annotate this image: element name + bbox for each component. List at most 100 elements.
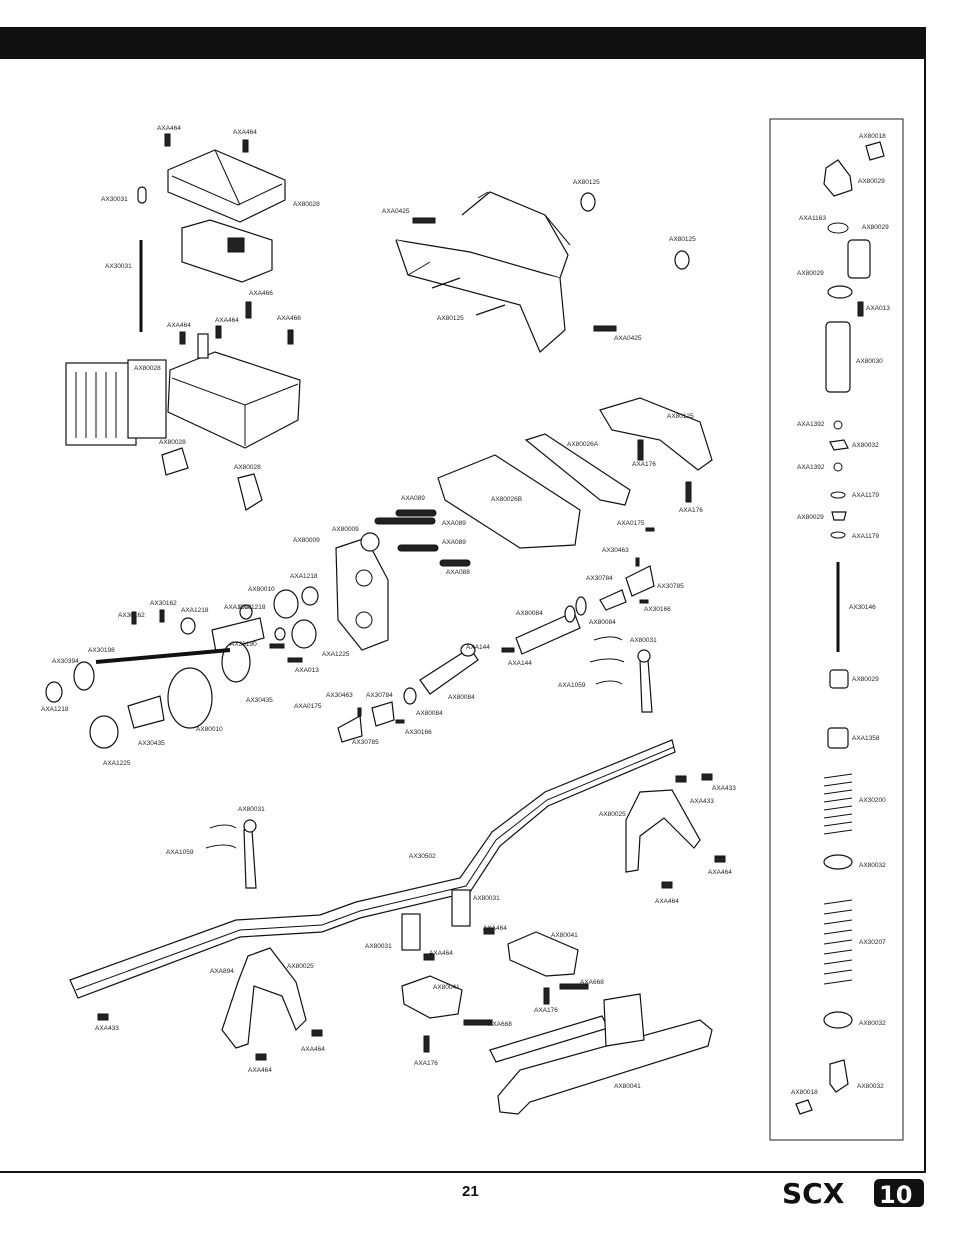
shock-eyelet: [823, 159, 853, 197]
part-label: AXA1163: [799, 215, 826, 222]
part-label: AXA1059: [166, 849, 194, 856]
slipper-hub: [127, 695, 165, 729]
part-label: AXA464: [655, 898, 679, 905]
part-label: AXA464: [157, 125, 181, 132]
receiver-unit: [181, 219, 273, 283]
frame-rail-group: [69, 739, 676, 999]
screw-icon: [543, 987, 550, 1005]
part-label: AXA176: [679, 507, 703, 514]
part-label: AX80125: [669, 236, 696, 243]
top-shaft: [95, 648, 231, 664]
pin-icon: [131, 611, 137, 625]
body-post: [243, 829, 257, 889]
part-label: AX80031: [365, 943, 392, 950]
exploded-parts-diagram: AXA464 AXA464 AX30031 AX80028 AX30031 AX…: [41, 118, 904, 1141]
chassis-brace-group: [437, 397, 713, 549]
part-label: AX80025: [287, 963, 314, 970]
part-label: AXA466: [249, 290, 273, 297]
bearing-icon: [564, 605, 576, 623]
screw-icon: [412, 217, 436, 224]
part-label: AX80028: [159, 439, 186, 446]
screw-icon: [164, 133, 171, 147]
shackle-icon: [674, 250, 690, 270]
logo-scx: SCX: [782, 1177, 845, 1209]
shock-end: [795, 1099, 813, 1115]
o-ring-icon: [827, 222, 849, 234]
tray-post: [197, 333, 209, 359]
pin-icon: [635, 557, 640, 567]
link-mount: [401, 913, 421, 951]
shock-end: [865, 141, 885, 161]
screw-icon: [287, 329, 294, 345]
part-label: AXA1179: [852, 533, 879, 540]
bumper-edges: [407, 191, 571, 276]
part-label: AX80026A: [567, 441, 599, 448]
part-label: AXA894: [210, 968, 234, 975]
part-label: AX80125: [573, 179, 600, 186]
part-label: AXA0175: [617, 520, 645, 527]
part-label: AX80041: [551, 932, 578, 939]
part-label: AXA144: [508, 660, 532, 667]
case-bore: [355, 569, 373, 587]
receiver-connector: [227, 237, 245, 253]
part-label: AX80084: [416, 710, 443, 717]
part-label: AXA464: [483, 925, 507, 932]
body-post-cap: [637, 649, 651, 663]
part-label: AX80018: [791, 1089, 818, 1096]
part-label: AX80026B: [491, 496, 522, 503]
part-label: AXA464: [301, 1046, 325, 1053]
part-label: AXA668: [580, 979, 604, 986]
part-label: AX80029: [797, 514, 824, 521]
spring-cup-icon: [823, 1011, 853, 1029]
o-ring-icon: [830, 491, 846, 499]
part-label: AX80041: [433, 984, 460, 991]
driveshaft-sleeve: [419, 647, 479, 695]
part-label: AXA1392: [797, 464, 825, 471]
part-label: AX30502: [409, 853, 436, 860]
screw-icon: [255, 1053, 267, 1061]
screw-icon: [423, 953, 435, 961]
part-label: AXA0425: [382, 208, 410, 215]
lockout-cup: [371, 701, 395, 727]
part-label: AX80029: [852, 676, 879, 683]
spur-gear-icon: [167, 667, 213, 729]
screw-icon: [637, 439, 644, 461]
bearing-icon: [301, 586, 319, 606]
part-label: AXA464: [215, 317, 239, 324]
brace-b: [437, 454, 581, 549]
pin-icon: [357, 707, 362, 717]
part-label: AXA464: [429, 950, 453, 957]
case-bore: [355, 611, 373, 629]
part-label: AX80084: [589, 619, 616, 626]
part-label: AXA1358: [852, 735, 880, 742]
part-label: AX80028: [234, 464, 261, 471]
frame-rail: [69, 739, 676, 999]
link-mount-bracket: [507, 931, 579, 977]
part-label: AX30435: [246, 697, 273, 704]
part-label: AX80125: [667, 413, 694, 420]
part-label: AX80010: [248, 586, 275, 593]
part-label: AXA176: [414, 1060, 438, 1067]
logo-number: 10: [879, 1181, 912, 1209]
screw-icon: [501, 647, 515, 653]
screw-icon: [269, 643, 285, 649]
screw-icon: [287, 657, 303, 663]
part-label: AX30031: [101, 196, 128, 203]
part-label: AX80041: [614, 1083, 641, 1090]
frame-rail-edge: [75, 746, 675, 991]
part-label: AXA089: [442, 539, 466, 546]
part-label: AXA464: [708, 869, 732, 876]
part-label: AX80018: [859, 133, 886, 140]
part-label: AXA668: [488, 1021, 512, 1028]
lid-ribs: [171, 149, 283, 206]
spring-collar-icon: [823, 854, 853, 870]
part-label: AX30784: [366, 692, 393, 699]
part-label: AXA013: [866, 305, 890, 312]
screw-icon: [701, 773, 713, 781]
clip-icon: [833, 462, 843, 472]
body-post: [639, 659, 653, 713]
gear-icon: [273, 589, 299, 619]
bearing-icon: [274, 627, 286, 641]
brace-a: [524, 433, 631, 506]
pin-icon: [395, 719, 405, 724]
